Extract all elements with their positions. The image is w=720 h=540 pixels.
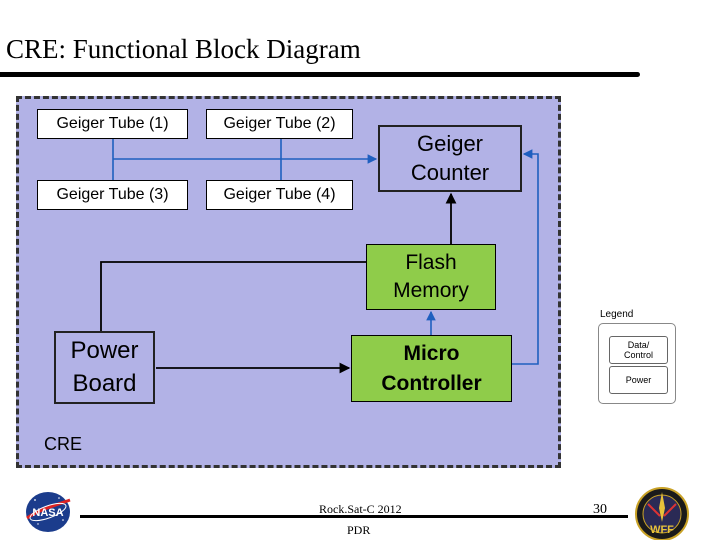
micro-controller-label-line2: Controller [381,371,482,395]
power-board-label-line1: Power [70,337,139,365]
geiger-tube-3-block: Geiger Tube (3) [37,180,188,210]
footer-mission: Rock.Sat-C 2012 [319,502,402,516]
footer-divider [80,515,628,518]
legend-data-label-line2: Control [623,350,653,360]
geiger-tube-2-block: Geiger Tube (2) [206,109,353,139]
legend-item-power: Power [609,366,668,394]
micro-to-counter [512,149,539,365]
svg-text:WFF: WFF [650,524,674,536]
power-to-counter [100,192,457,331]
wff-logo-icon: WFF [635,487,689,540]
page-number: 30 [593,502,607,517]
geiger-counter-label-line1: Geiger [416,130,484,156]
micro-controller-label-line1: Micro [403,342,460,366]
legend-box: Data/ Control Power [598,323,676,404]
legend-power-label: Power [625,374,652,385]
legend-title: Legend [600,309,634,320]
micro-controller-block: Micro Controller [351,335,512,402]
footer-review: PDR [347,523,371,537]
geiger-tube-1-block: Geiger Tube (1) [37,109,188,139]
slide-title: CRE: Functional Block Diagram [6,34,361,64]
legend-item-data-control: Data/ Control [609,336,668,364]
legend-data-label-line1: Data/ [627,339,650,350]
flash-memory-block: Flash Memory [366,244,496,310]
geiger-counter-block: Geiger Counter [378,125,522,192]
cre-container-label: CRE [44,434,83,454]
title-underline [0,72,640,77]
geiger-tube-4-block: Geiger Tube (4) [206,180,353,210]
nasa-logo-icon: NASA [26,492,71,532]
flash-memory-label-line2: Memory [393,279,469,302]
power-board-block: Power Board [54,331,155,404]
geiger-counter-label-line2: Counter [410,159,490,185]
svg-text:NASA: NASA [32,507,63,519]
flash-memory-label-line1: Flash [405,250,457,274]
power-board-label-line2: Board [72,369,137,397]
